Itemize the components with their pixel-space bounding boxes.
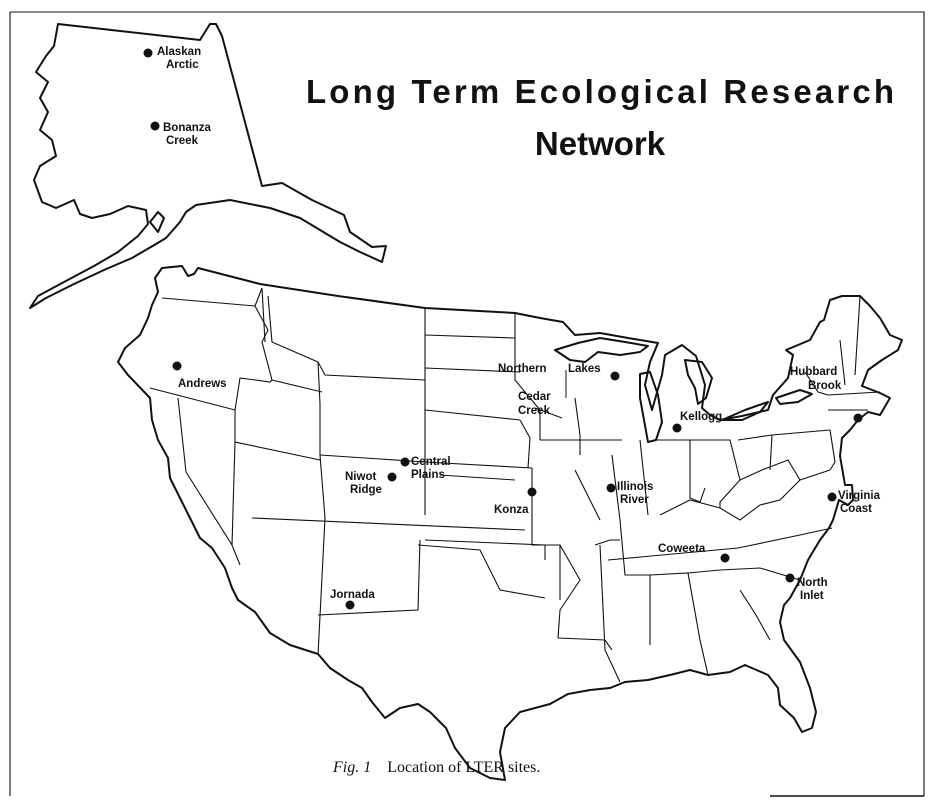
central-plains-leader <box>439 474 516 481</box>
site-labels: Alaskan Arctic Bonanza Creek Andrews Nor… <box>157 46 883 602</box>
lake-huron <box>684 359 713 405</box>
site-label-coweeta: Coweeta <box>658 543 706 555</box>
map-title-line1: Long Term Ecological Research <box>306 73 894 110</box>
site-label-central-plains: Central Plains <box>411 456 454 481</box>
site-marker <box>785 573 795 583</box>
site-marker <box>172 361 182 371</box>
alaska-outline <box>29 23 387 309</box>
site-marker <box>527 487 537 497</box>
site-label-alaskan-arctic: Alaskan Arctic <box>157 46 204 71</box>
site-marker <box>720 553 730 563</box>
state-borders <box>149 287 881 683</box>
site-label-hubbard-brook: Hubbard Brook <box>790 366 842 392</box>
cedar-creek-leader <box>534 407 563 419</box>
site-label-jornada: Jornada <box>330 589 375 601</box>
site-label-northern-lakes: Northern Lakes <box>498 363 601 375</box>
site-marker <box>345 600 355 610</box>
site-markers <box>143 48 863 610</box>
site-marker <box>150 121 160 131</box>
site-marker <box>672 423 682 433</box>
site-marker <box>387 472 397 482</box>
us-outline <box>117 265 903 781</box>
site-marker <box>143 48 153 58</box>
site-label-cedar-creek: Cedar Creek <box>518 391 554 417</box>
site-marker <box>400 457 410 467</box>
lake-ontario <box>775 389 813 405</box>
site-label-virginia-coast: Virginia Coast <box>838 490 883 515</box>
figure-caption: Fig. 1 Location of LTER sites. <box>332 759 540 776</box>
site-marker <box>610 371 620 381</box>
lake-erie <box>721 401 769 421</box>
site-label-illinois-river: Illinois River <box>617 481 657 506</box>
site-label-kellogg: Kellogg <box>680 411 722 423</box>
site-label-north-inlet: North Inlet <box>797 577 831 602</box>
figure-frame <box>9 11 925 796</box>
site-marker <box>853 413 863 423</box>
alaska-island-kodiak <box>149 211 165 233</box>
site-label-andrews: Andrews <box>178 378 227 390</box>
site-marker <box>606 483 616 493</box>
lake-superior <box>554 337 649 363</box>
site-label-niwot-ridge: Niwot Ridge <box>345 471 382 496</box>
caption-text: Location of LTER sites. <box>387 759 540 776</box>
site-label-konza: Konza <box>494 504 529 516</box>
map-title-line2: Network <box>535 125 666 162</box>
caption-label: Fig. 1 <box>332 759 371 776</box>
site-marker <box>827 492 837 502</box>
site-label-bonanza-creek: Bonanza Creek <box>163 122 214 147</box>
